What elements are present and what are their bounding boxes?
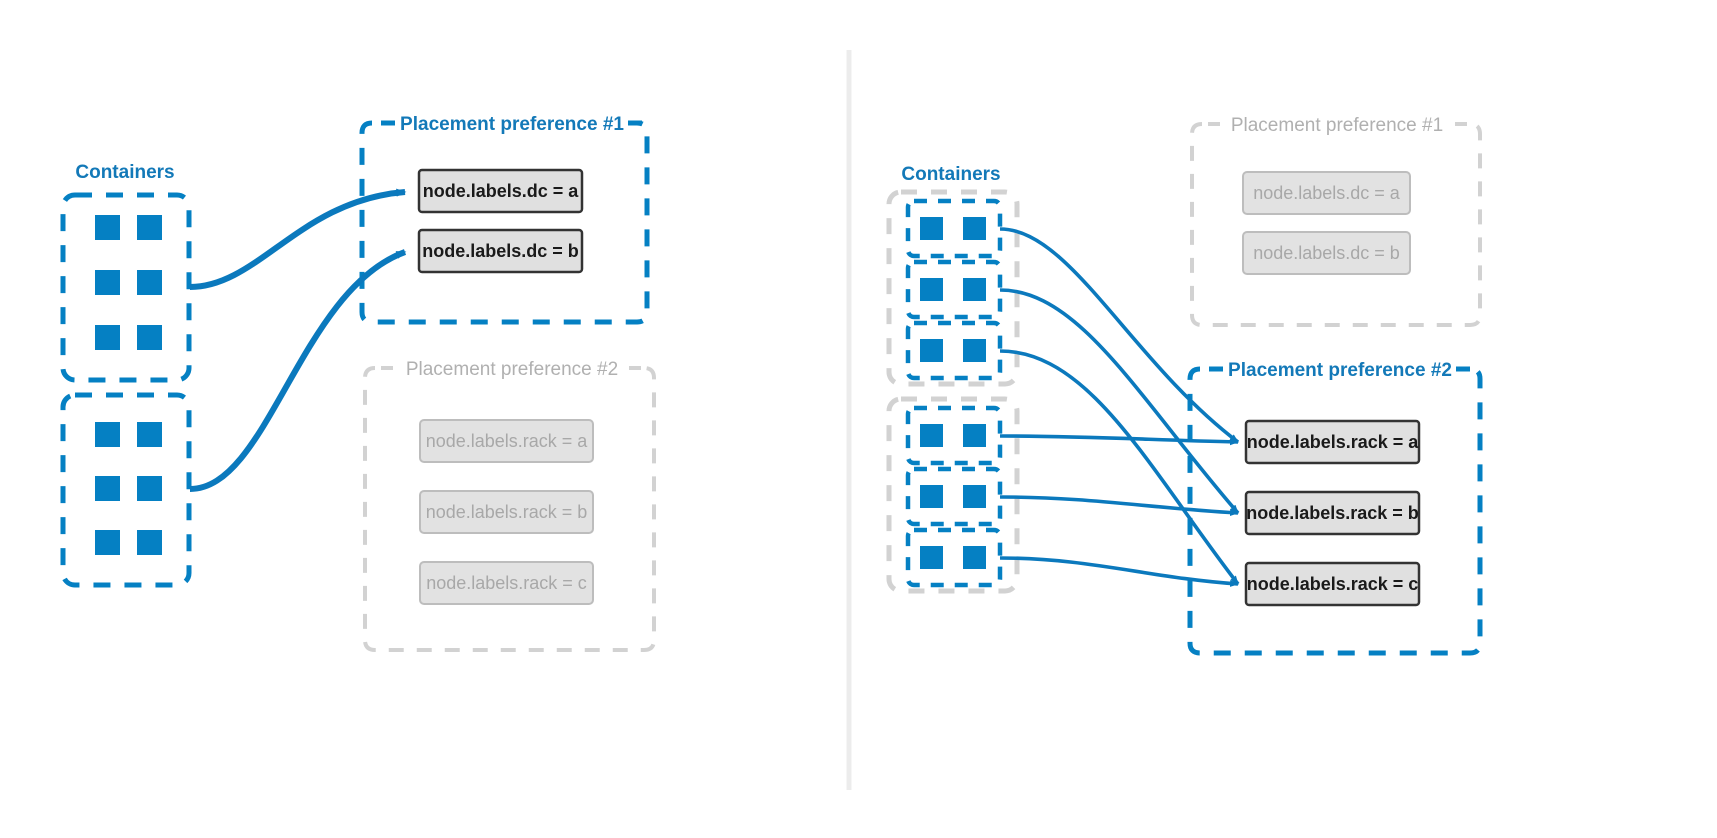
right-subgroup-1[interactable] [905,198,1003,259]
right-pref-1-outline [1190,122,1482,327]
right-sub-3-outline [905,320,1003,381]
right-subgroup-3[interactable] [905,320,1003,381]
right-subgroup-5[interactable] [905,466,1003,527]
container-square [95,325,120,350]
right-container-group-1[interactable] [886,189,1020,387]
constraint-label: node.labels.rack = a [426,431,589,451]
container-square [920,339,943,362]
container-square [963,278,986,301]
container-square [963,339,986,362]
constraint-box [1242,231,1411,275]
container-square [963,485,986,508]
constraint-box [1244,490,1421,536]
right-container-group-2[interactable] [886,396,1020,594]
left-pref-2-constraint-1[interactable]: node.labels.rack = b [419,490,594,534]
container-square [95,476,120,501]
container-square [137,476,162,501]
container-square [963,546,986,569]
right-sub-4-outline [905,405,1003,466]
left-panel: Containers [60,114,656,652]
right-subgroup-4[interactable] [905,405,1003,466]
container-square [137,215,162,240]
constraint-label: node.labels.rack = c [426,573,587,593]
left-arrow-group2-to-dc-b [189,249,407,492]
right-pref-1-constraint-0[interactable]: node.labels.dc = a [1242,171,1411,215]
constraint-label: node.labels.rack = a [1247,432,1420,452]
container-square [137,422,162,447]
right-arrow-sub6-to-rack-c [999,556,1239,587]
right-pref-1-title: Placement preference #1 [1231,115,1443,136]
container-square [137,530,162,555]
right-arrow-sub3-to-rack-c [999,349,1240,586]
constraint-box [419,561,594,605]
constraint-box [419,419,594,463]
left-containers-label: Containers [75,162,174,183]
right-arrow-sub4-to-rack-a [999,434,1239,446]
right-pref-1-constraint-1[interactable]: node.labels.dc = b [1242,231,1411,275]
right-sub-5-outline [905,466,1003,527]
left-pref-2-title: Placement preference #2 [406,359,618,380]
constraint-box [417,228,584,274]
container-square [95,530,120,555]
right-arrow-sub2-to-rack-a [999,288,1240,515]
right-placement-preference-1[interactable]: Placement preference #1 node.labels.dc =… [1190,115,1482,327]
constraint-label: node.labels.rack = b [426,502,588,522]
constraint-box [417,168,584,214]
right-pref-2-constraint-2[interactable]: node.labels.rack = c [1244,561,1421,607]
constraint-label: node.labels.dc = b [1253,243,1400,263]
constraint-box [1242,171,1411,215]
right-group-2-outline [886,396,1020,594]
constraint-label: node.labels.dc = b [422,241,579,261]
left-container-group-1[interactable] [60,192,192,383]
left-group-2-outline [60,392,192,588]
constraint-label: node.labels.dc = a [1253,183,1401,203]
left-container-group-2[interactable] [60,392,192,588]
container-square [95,270,120,295]
container-square [963,217,986,240]
container-square [920,485,943,508]
container-square [137,325,162,350]
constraint-label: node.labels.dc = a [423,181,580,201]
right-subgroup-2[interactable] [905,259,1003,320]
container-square [963,424,986,447]
right-pref-2-constraint-1[interactable]: node.labels.rack = b [1244,490,1421,536]
left-pref-1-constraint-1[interactable]: node.labels.dc = b [417,228,584,274]
constraint-box [1244,419,1421,465]
constraint-label: node.labels.rack = b [1246,503,1419,523]
container-square [920,546,943,569]
container-square [920,424,943,447]
container-square [95,422,120,447]
right-panel: Containers [886,115,1483,656]
left-pref-2-constraint-0[interactable]: node.labels.rack = a [419,419,594,463]
right-subgroup-6[interactable] [905,527,1003,588]
container-square [137,270,162,295]
right-group-1-outline [886,189,1020,387]
container-square [920,217,943,240]
right-arrow-sub1-to-rack-b [999,227,1240,444]
left-placement-preference-2[interactable]: Placement preference #2 node.labels.rack… [363,359,656,652]
constraint-box [419,490,594,534]
right-pref-2-title: Placement preference #2 [1228,360,1452,381]
left-pref-2-constraint-2[interactable]: node.labels.rack = c [419,561,594,605]
right-arrow-sub5-to-rack-b [999,495,1239,517]
right-sub-6-outline [905,527,1003,588]
right-containers-label: Containers [901,164,1000,185]
left-pref-1-constraint-0[interactable]: node.labels.dc = a [417,168,584,214]
right-pref-2-constraint-0[interactable]: node.labels.rack = a [1244,419,1421,465]
right-sub-1-outline [905,198,1003,259]
left-pref-1-outline [359,120,650,325]
left-arrow-group1-to-dc-a [189,188,407,290]
left-group-1-outline [60,192,192,383]
right-placement-preference-2[interactable]: Placement preference #2 node.labels.rack… [1187,360,1483,656]
constraint-label: node.labels.rack = c [1247,574,1419,594]
right-sub-2-outline [905,259,1003,320]
constraint-box [1244,561,1421,607]
right-pref-2-outline [1187,366,1483,656]
container-square [920,278,943,301]
left-pref-1-title: Placement preference #1 [400,114,624,135]
container-square [95,215,120,240]
left-pref-2-outline [363,366,656,652]
left-placement-preference-1[interactable]: Placement preference #1 node.labels.dc =… [359,114,650,325]
